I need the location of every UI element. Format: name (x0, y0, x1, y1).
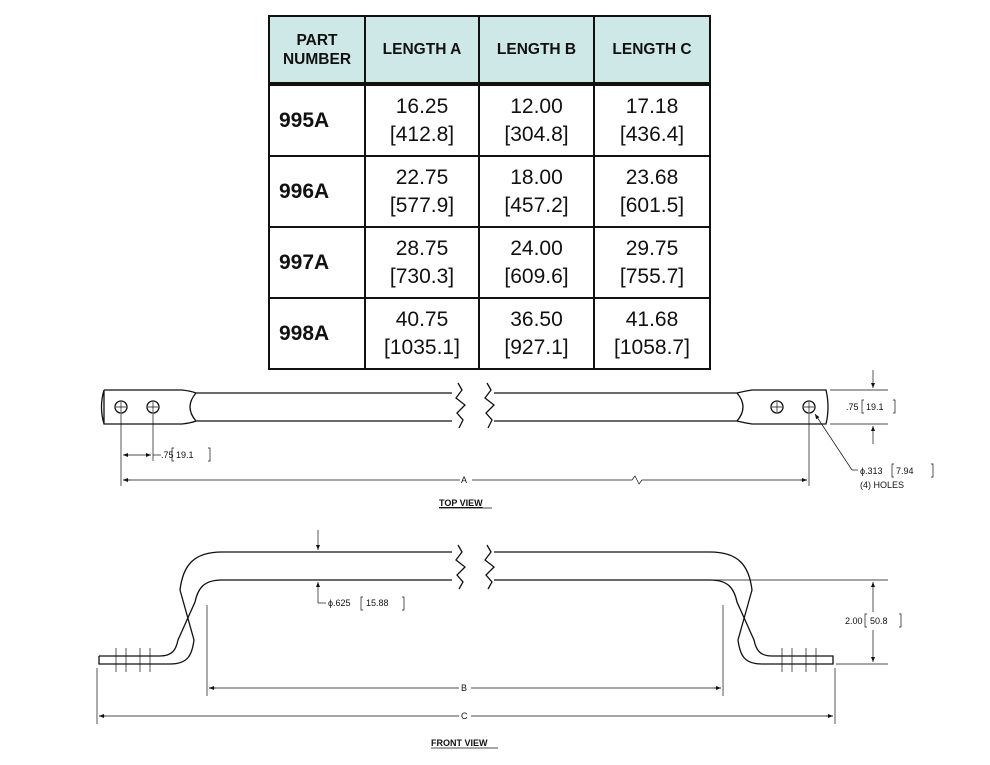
mm-value: [457.2] (504, 193, 569, 217)
height-inch: 2.00 (845, 616, 863, 626)
right-bend-outer (494, 551, 763, 665)
right-rod-outline (494, 389, 829, 425)
extension-line (120, 414, 810, 486)
inch-value: 29.75 (625, 236, 679, 260)
header-part-number: PART NUMBER (268, 15, 366, 85)
right-rod-end-curve (736, 392, 744, 422)
front-view-text: ϕ.625 15.88 2.00 50.8 B C FRONT VIEW (328, 598, 888, 749)
length-b-extension-line (206, 605, 724, 696)
hole (114, 400, 128, 414)
part-number-cell: 998A (268, 297, 366, 370)
inch-value: 36.50 (510, 307, 563, 331)
mm-value: [927.1] (504, 335, 569, 359)
length-c-label: C (461, 711, 468, 721)
length-a-cell: 22.75 [577.9] (364, 155, 480, 228)
height-mm: 50.8 (870, 616, 888, 626)
length-c-extension-line (96, 668, 836, 724)
hole-spacing-mm: 19.1 (176, 450, 194, 460)
mm-value: [1058.7] (614, 335, 690, 359)
length-b-cell: 36.50 [927.1] (478, 297, 595, 370)
hole-leader-line (814, 413, 853, 471)
break-line-right (484, 544, 495, 590)
inch-value: 18.00 (510, 165, 563, 189)
inch-value: 23.68 (625, 165, 679, 189)
part-number-cell: 995A (268, 82, 366, 157)
mm-value: [601.5] (619, 193, 685, 217)
inch-value: 41.68 (625, 307, 679, 331)
left-bend-inner (159, 579, 452, 657)
table-header-row: PART NUMBER LENGTH A LENGTH B LENGTH C (268, 15, 711, 85)
left-foot (98, 655, 170, 665)
length-c-cell: 23.68 [601.5] (593, 155, 711, 228)
header-length-c: LENGTH C (593, 15, 711, 85)
top-view-title: TOP VIEW (439, 498, 483, 508)
length-a-cell: 28.75 [730.3] (364, 226, 480, 299)
mm-value: [436.4] (619, 122, 685, 146)
width-inch: .75 (846, 402, 859, 412)
hole-count: (4) HOLES (860, 480, 904, 490)
break-line-left (455, 382, 466, 429)
front-view-title: FRONT VIEW (431, 738, 488, 748)
inch-value: 28.75 (395, 236, 449, 260)
front-view-dimensions (96, 530, 902, 724)
left-rod-end-curve (189, 392, 197, 422)
mm-value: [730.3] (389, 264, 455, 288)
right-foot (762, 655, 834, 665)
height-extension-line (712, 579, 888, 665)
length-c-cell: 17.18 [436.4] (593, 82, 711, 157)
inch-value: 17.18 (625, 94, 679, 118)
right-bend-inner (494, 579, 773, 657)
part-number-cell: 997A (268, 226, 366, 299)
header-length-a: LENGTH A (364, 15, 480, 85)
inch-value: 12.00 (510, 94, 563, 118)
length-b-cell: 24.00 [609.6] (478, 226, 595, 299)
part-number-cell: 996A (268, 155, 366, 228)
break-line-left (455, 544, 466, 590)
mm-value: [577.9] (389, 193, 455, 217)
length-a-cell: 16.25 [412.8] (364, 82, 480, 157)
inch-value: 40.75 (395, 307, 449, 331)
length-a-label: A (461, 475, 467, 485)
table-row: 998A 40.75 [1035.1] 36.50 [927.1] 41.68 [10… (268, 297, 711, 370)
mm-value: [412.8] (389, 122, 455, 146)
left-bend-outer (169, 551, 452, 665)
length-a-dimension-line (123, 475, 807, 485)
width-mm: 19.1 (866, 402, 884, 412)
hole (146, 400, 160, 414)
hole (802, 400, 816, 414)
top-view-dimensions (120, 370, 934, 486)
hole-diameter-inch: ϕ.313 (860, 466, 883, 476)
part-dimension-table: PART NUMBER LENGTH A LENGTH B LENGTH C 9… (268, 15, 711, 370)
mm-value: [755.7] (619, 264, 685, 288)
inch-value: 16.25 (395, 94, 449, 118)
table-row: 997A 28.75 [730.3] 24.00 [609.6] 29.75 [755… (268, 226, 711, 299)
length-b-label: B (461, 683, 467, 693)
width-extension-line (830, 389, 888, 425)
length-a-cell: 40.75 [1035.1] (364, 297, 480, 370)
table-row: 996A 22.75 [577.9] 18.00 [457.2] 23.68 [601… (268, 155, 711, 228)
mm-value: [304.8] (504, 122, 569, 146)
header-length-b: LENGTH B (478, 15, 595, 85)
mm-value: [1035.1] (384, 335, 460, 359)
top-view (100, 382, 829, 429)
front-view (98, 544, 834, 672)
hole-spacing-inch: .75 (161, 450, 174, 460)
mm-value: [609.6] (504, 264, 569, 288)
table-row: 995A 16.25 [412.8] 12.00 [304.8] 17.18 [436… (268, 82, 711, 157)
inch-value: 24.00 (510, 236, 563, 260)
hole-diameter-mm: 7.94 (896, 466, 914, 476)
rod-diameter-mm: 15.88 (366, 598, 389, 608)
length-b-cell: 18.00 [457.2] (478, 155, 595, 228)
hole (770, 400, 784, 414)
inch-value: 22.75 (395, 165, 449, 189)
length-c-cell: 29.75 [755.7] (593, 226, 711, 299)
rod-diameter-inch: ϕ.625 (328, 598, 351, 608)
length-c-cell: 41.68 [1058.7] (593, 297, 711, 370)
top-view-text: .75 19.1 A .75 19.1 ϕ.313 7.94 (4) HOLES… (161, 402, 914, 509)
break-line-right (484, 382, 495, 429)
length-b-cell: 12.00 [304.8] (478, 82, 595, 157)
hole-centerline (115, 648, 817, 672)
